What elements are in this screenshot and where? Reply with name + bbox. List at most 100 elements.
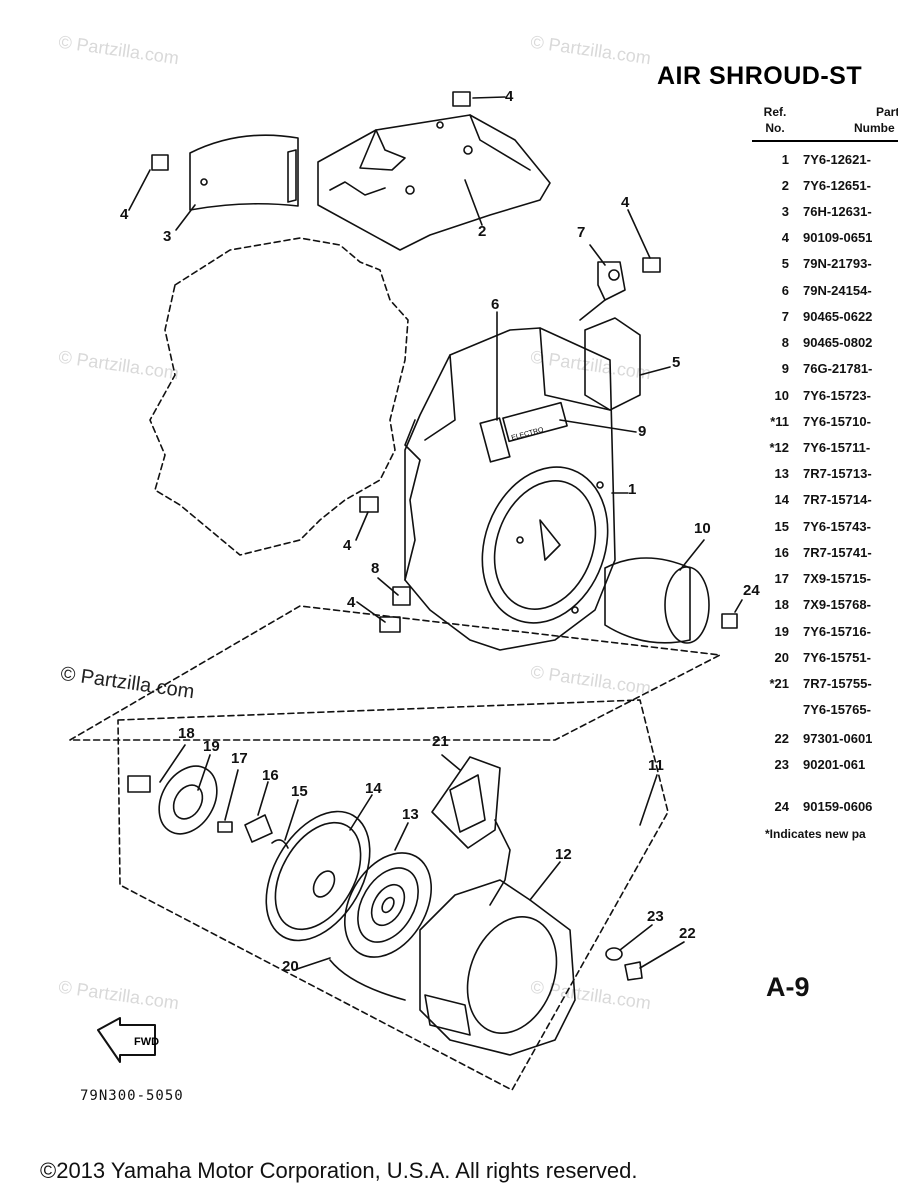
parts-row: 20 7Y6-15751- xyxy=(755,650,871,674)
part-number: 7Y6-15765- xyxy=(803,702,871,717)
ref-no: 4 xyxy=(781,230,789,245)
callout-3: 3 xyxy=(163,228,172,245)
fwd-arrow xyxy=(97,1017,156,1063)
diagram-code: 79N300-5050 xyxy=(80,1088,184,1104)
engine-outline xyxy=(149,237,409,556)
part-number: 7R7-15755- xyxy=(803,676,872,691)
handle-part xyxy=(431,756,501,849)
callout-23: 23 xyxy=(647,908,664,925)
part-number: 7Y6-15716- xyxy=(803,624,871,639)
ref-no: 24 xyxy=(774,799,789,814)
ref-no: 15 xyxy=(774,519,789,534)
ref-no: *11 xyxy=(770,414,789,429)
callout-15: 15 xyxy=(291,783,308,800)
parts-row: 9 76G-21781- xyxy=(755,361,873,385)
upper-cover-part xyxy=(317,114,551,251)
parts-row: 7Y6-15765- xyxy=(755,702,871,726)
callout-10: 10 xyxy=(694,520,711,537)
part-number: 7Y6-15743- xyxy=(803,519,871,534)
part-number: 79N-24154- xyxy=(803,283,872,298)
callout-4: 4 xyxy=(505,88,514,105)
ref-no: 17 xyxy=(774,571,789,586)
callout-17: 17 xyxy=(231,750,248,767)
callout-9: 9 xyxy=(638,423,647,440)
parts-row: 15 7Y6-15743- xyxy=(755,519,871,543)
part-header-line1: Part xyxy=(876,105,898,119)
table-header-rule xyxy=(752,140,898,142)
main-shroud-part xyxy=(404,327,616,651)
ref-no: 19 xyxy=(774,624,789,639)
parts-row: 5 79N-21793- xyxy=(755,256,872,280)
ref-no: 8 xyxy=(781,335,789,350)
part-number: 76G-21781- xyxy=(803,361,873,376)
copyright-notice: ©2013 Yamaha Motor Corporation, U.S.A. A… xyxy=(40,1158,638,1183)
reel-part xyxy=(265,810,371,942)
callout-6: 6 xyxy=(491,296,500,313)
ref-no-header: Ref. No. xyxy=(758,104,792,136)
part-number: 90465-0622 xyxy=(803,309,873,324)
shroud-label: ELECTRO xyxy=(511,426,545,441)
ref-header-line2: No. xyxy=(765,121,785,135)
part-number: 90109-0651 xyxy=(803,230,873,245)
pulley-part xyxy=(158,765,218,835)
bolt-part xyxy=(642,257,661,273)
ref-no: 22 xyxy=(774,731,789,746)
callout-4: 4 xyxy=(120,206,129,223)
callout-4: 4 xyxy=(343,537,352,554)
starter-housing-part xyxy=(419,879,576,1056)
callout-24: 24 xyxy=(743,582,760,599)
spring-part xyxy=(343,852,433,958)
part-number: 7Y6-15751- xyxy=(803,650,871,665)
fwd-label: FWD xyxy=(134,1036,159,1048)
page-title: AIR SHROUD-ST xyxy=(657,62,863,90)
callout-16: 16 xyxy=(262,767,279,784)
ref-no: 6 xyxy=(781,283,789,298)
ref-no: 13 xyxy=(774,466,789,481)
ref-no: 5 xyxy=(781,256,789,271)
plate-part xyxy=(584,317,641,411)
ref-no: *12 xyxy=(769,440,789,455)
cylinder-part xyxy=(604,557,691,644)
part-number: 7X9-15715- xyxy=(803,571,871,586)
ref-no: *21 xyxy=(769,676,789,691)
part-number: 7X9-15768- xyxy=(803,597,871,612)
page-code: A-9 xyxy=(766,972,810,1002)
parts-row: *21 7R7-15755- xyxy=(755,676,872,700)
ref-no: 1 xyxy=(781,152,789,167)
part-number: 90159-0606 xyxy=(803,799,873,814)
ref-no: 9 xyxy=(781,361,789,376)
callout-19: 19 xyxy=(203,738,220,755)
parts-row: 6 79N-24154- xyxy=(755,283,872,307)
part-number: 7Y6-15723- xyxy=(803,388,871,403)
callout-12: 12 xyxy=(555,846,572,863)
bolt-part xyxy=(359,496,379,513)
callout-8: 8 xyxy=(371,560,380,577)
part-number: 79N-21793- xyxy=(803,256,872,271)
ref-header-line1: Ref. xyxy=(763,105,787,119)
ref-no: 10 xyxy=(774,388,789,403)
bolt-part xyxy=(721,613,738,629)
ref-no: 2 xyxy=(781,178,789,193)
part-number-header: Part Numbe xyxy=(846,104,898,136)
parts-row: 10 7Y6-15723- xyxy=(755,388,871,412)
ref-no: 23 xyxy=(774,757,789,772)
callout-4: 4 xyxy=(347,594,356,611)
curved-plate-part xyxy=(189,134,299,211)
ref-no: 20 xyxy=(774,650,789,665)
parts-row: 17 7X9-15715- xyxy=(755,571,871,595)
ref-no: 3 xyxy=(781,204,789,219)
callout-20: 20 xyxy=(282,958,299,975)
part-number: 7R7-15714- xyxy=(803,492,872,507)
starter-group-box xyxy=(117,699,669,1091)
part-number: 90465-0802 xyxy=(803,335,873,350)
callout-11: 11 xyxy=(648,757,664,774)
part-number: 90201-061 xyxy=(803,757,866,772)
part-number: 76H-12631- xyxy=(803,204,872,219)
